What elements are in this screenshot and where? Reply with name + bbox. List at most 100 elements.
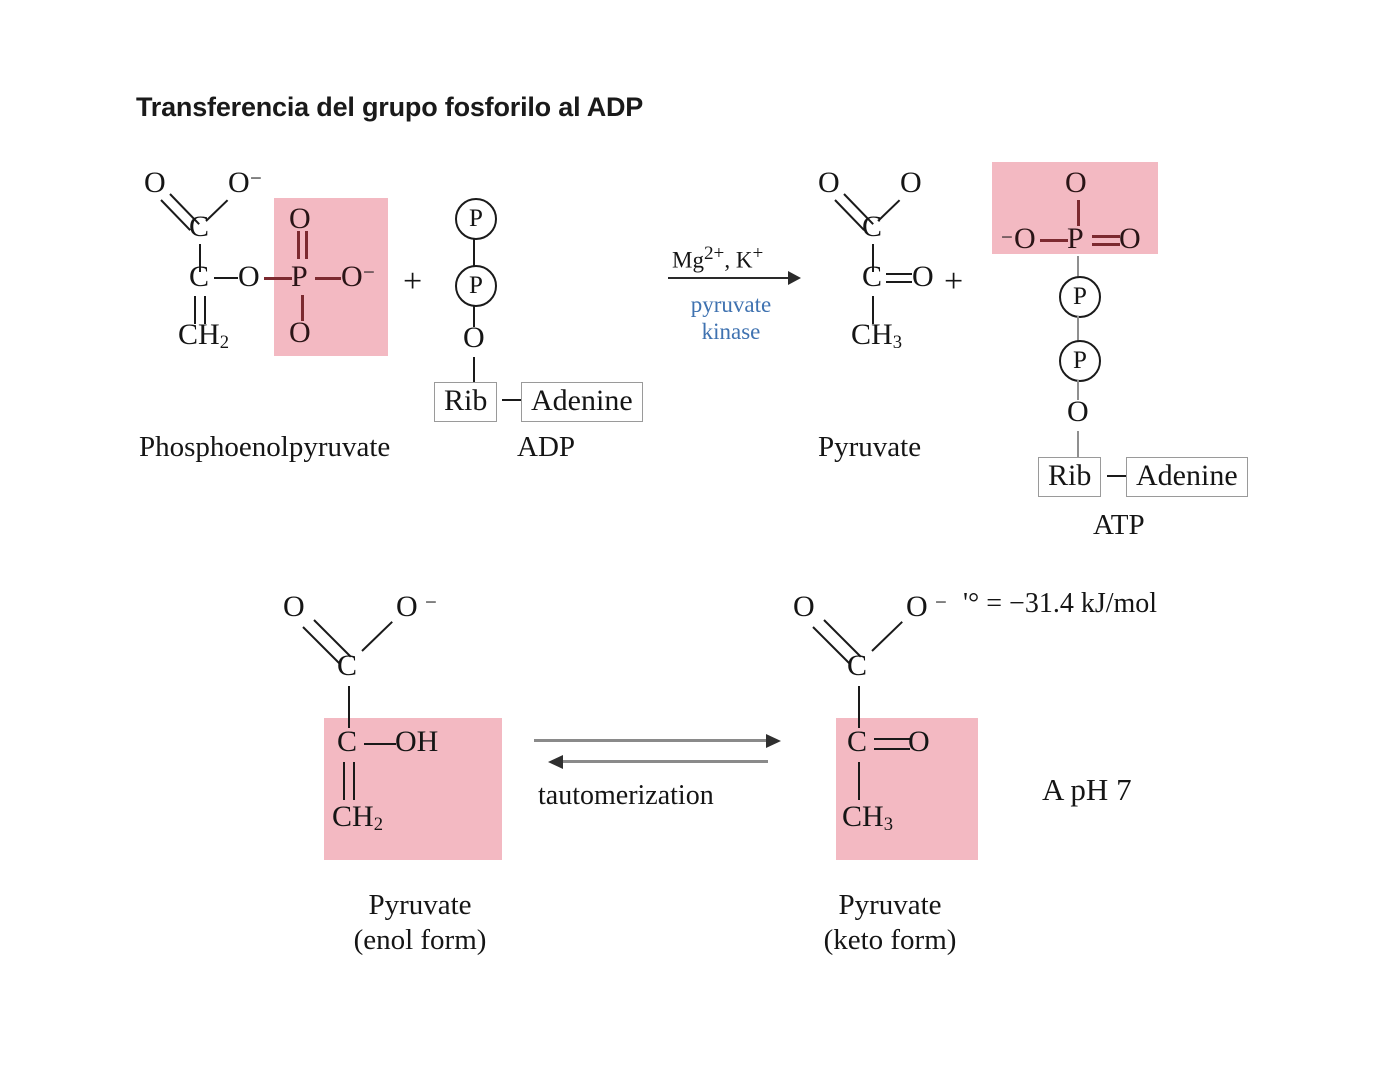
atp-phosphate-oxygen-left-charge: − xyxy=(1001,225,1013,249)
adp-phosphate-circle-alpha: P xyxy=(455,265,497,307)
label-pyruvate-top: Pyruvate xyxy=(818,431,922,463)
atp-phosphate-oxygen-left: O xyxy=(1014,222,1036,255)
pep-phosphate-oxygen-right-charge: − xyxy=(363,260,375,284)
adp-bond-p-p xyxy=(473,238,475,266)
keto-bond-c-o-single xyxy=(871,621,903,652)
pep-phosphorus: P xyxy=(291,260,308,293)
pep-methylene-subscript: 2 xyxy=(219,332,229,354)
pep-phosphate-oxygen-up: O xyxy=(289,202,311,235)
pyruvate-carbon-1: C xyxy=(862,210,883,243)
pyruvate-methyl-label: CH xyxy=(851,318,893,351)
tautomerization-arrow-reverse-head xyxy=(548,755,563,769)
tautomerization-arrow-forward-head xyxy=(766,734,781,748)
pep-carboxylate-charge: − xyxy=(250,166,262,190)
label-pyruvate-enol-line1: Pyruvate xyxy=(368,889,472,921)
pyruvate-keto-oxygen: O xyxy=(912,260,934,293)
enol-carboxylate-oxygen: O xyxy=(396,590,418,623)
enzyme-name-line2: kinase xyxy=(701,319,761,345)
label-adp: ADP xyxy=(517,431,576,463)
atp-bond-p-pmid xyxy=(1077,256,1079,278)
pep-bond-c2-ch2-b xyxy=(204,296,206,324)
pep-carbon-1: C xyxy=(189,210,210,243)
enol-carbonyl-oxygen: O xyxy=(283,590,305,623)
keto-carbon-1: C xyxy=(847,649,868,682)
pep-bond-p-o-up-a xyxy=(297,231,300,259)
keto-methyl-subscript: 3 xyxy=(883,814,893,836)
pyruvate-carboxylate-oxygen: O xyxy=(900,166,922,199)
adp-bridging-oxygen: O xyxy=(463,321,485,354)
label-atp: ATP xyxy=(1093,509,1145,541)
pyruvate-bond-c2-o-b xyxy=(886,281,912,283)
atp-bond-p-o-bottom xyxy=(1077,380,1079,400)
pyruvate-bond-o-c-double-a xyxy=(834,199,865,231)
enol-bond-o-c-double-a xyxy=(302,626,341,665)
adp-bond-o-rib xyxy=(473,357,475,384)
keto-bond-o-c-double-a xyxy=(812,626,851,665)
enol-carbon-2: C xyxy=(337,725,358,758)
atp-phosphate-highlight xyxy=(992,162,1158,254)
cofactor-k: , K xyxy=(724,247,753,273)
label-pyruvate-enol-line2: (enol form) xyxy=(353,924,487,957)
enol-methylene-label: CH xyxy=(332,800,374,833)
atp-bond-p-o-right-b xyxy=(1092,243,1120,246)
tautomerization-arrow-reverse-line xyxy=(562,760,768,763)
enol-carboxylate-charge: − xyxy=(425,590,437,614)
atp-bond-o-left-p xyxy=(1040,239,1068,242)
enol-bond-c1-c2 xyxy=(348,686,350,728)
adp-bond-p-o xyxy=(473,305,475,327)
enzyme-name-line1: pyruvate xyxy=(690,292,772,317)
keto-carboxylate-oxygen: O xyxy=(906,590,928,623)
pep-phosphate-oxygen-down: O xyxy=(289,316,311,349)
keto-bond-c1-c2 xyxy=(858,686,860,728)
plus-sign-products: + xyxy=(944,263,964,300)
atp-ribose-box: Rib xyxy=(1038,457,1102,497)
free-energy-note: '° = −31.4 kJ/mol xyxy=(963,588,1158,619)
page-title: Transferencia del grupo fosforilo al ADP xyxy=(136,92,644,122)
arrow-cofactors: Mg2+, K+ xyxy=(672,243,763,274)
adp-ribose-box: Rib xyxy=(434,382,498,422)
enol-bond-c2-ch2-b xyxy=(353,762,355,800)
atp-phosphate-circle-beta: P xyxy=(1059,276,1101,318)
keto-carbonyl-oxygen: O xyxy=(793,590,815,623)
cofactor-mg-charge: 2+ xyxy=(703,243,725,264)
label-pyruvate-keto-line1: Pyruvate xyxy=(838,889,942,921)
pep-methylene-label: CH xyxy=(178,318,220,351)
atp-bond-p-o-right-a xyxy=(1092,235,1120,238)
pyruvate-bond-c1-c2 xyxy=(872,244,874,272)
label-pyruvate-keto: Pyruvate (keto form) xyxy=(710,888,1070,959)
enol-bond-c-o-single xyxy=(361,621,393,652)
ph-note: A pH 7 xyxy=(1042,772,1132,807)
tautomerization-arrow-forward-line xyxy=(534,739,768,742)
pep-ester-oxygen: O xyxy=(238,260,260,293)
keto-carbon-2: C xyxy=(847,725,868,758)
pyruvate-carbonyl-oxygen: O xyxy=(818,166,840,199)
atp-bond-o-rib xyxy=(1077,431,1079,458)
pyruvate-bond-c2-ch3 xyxy=(872,296,874,324)
pyruvate-methyl-subscript: 3 xyxy=(892,332,902,354)
reaction-arrow-line xyxy=(668,277,790,279)
keto-bond-c2-o-a xyxy=(874,738,910,740)
atp-bond-rib-adenine xyxy=(1107,475,1129,477)
enol-carbon-1: C xyxy=(337,649,358,682)
label-pyruvate-keto-line2: (keto form) xyxy=(823,924,957,957)
adp-adenine-box: Adenine xyxy=(521,382,643,422)
keto-methyl-group: CH3 xyxy=(842,802,893,835)
label-phosphoenolpyruvate: Phosphoenolpyruvate xyxy=(139,431,391,463)
plus-sign-reactants: + xyxy=(403,263,423,300)
label-pyruvate-enol: Pyruvate (enol form) xyxy=(240,888,600,959)
pep-bond-c1-c2 xyxy=(199,244,201,272)
pep-bond-p-o-down xyxy=(301,295,304,321)
atp-bridging-oxygen: O xyxy=(1067,395,1089,428)
keto-carboxylate-charge: − xyxy=(935,590,947,614)
arrow-enzyme-label: pyruvate kinase xyxy=(668,291,794,345)
atp-phosphate-oxygen-up: O xyxy=(1065,166,1087,199)
cofactor-k-charge: + xyxy=(752,243,764,264)
pep-bond-c2-oester xyxy=(214,277,238,279)
pep-bond-p-o-up-b xyxy=(305,231,308,259)
cofactor-mg: Mg xyxy=(672,247,704,273)
enol-hydroxyl-group: OH xyxy=(395,725,439,758)
reaction-arrow-head xyxy=(788,271,801,285)
tautomerization-label: tautomerization xyxy=(538,780,714,811)
pep-carbon-2: C xyxy=(189,260,210,293)
